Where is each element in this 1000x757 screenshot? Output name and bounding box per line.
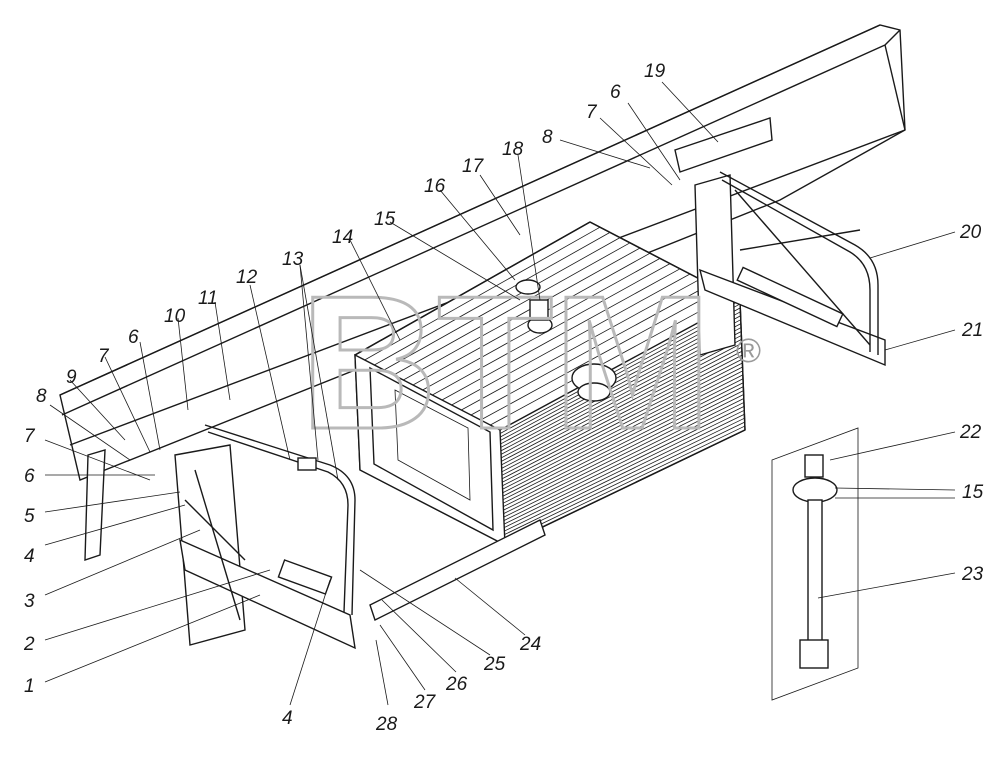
watermark-registered-mark: ®: [736, 332, 761, 370]
callout-4: 4: [24, 546, 35, 567]
tank-hatch-line: [461, 278, 701, 411]
callout-2: 2: [23, 634, 35, 655]
callout-15: 15: [962, 482, 984, 503]
callout-28: 28: [375, 714, 398, 735]
tank-hatch-line: [501, 342, 742, 469]
callout-20: 20: [959, 222, 982, 243]
callout-9: 9: [66, 367, 77, 388]
callout-11: 11: [198, 288, 218, 309]
callout-labels: 19 6 7 8 18 17 16 15 14 13 12 11 10 6 7 …: [23, 61, 984, 735]
callout-8: 8: [36, 386, 47, 407]
callout-26: 26: [445, 674, 468, 695]
callout-27: 27: [413, 692, 437, 713]
callout-6: 6: [610, 82, 621, 103]
tank-hatch-line: [502, 370, 743, 494]
tank-hatch-line: [432, 263, 671, 396]
tank-hatch-line: [502, 366, 743, 490]
watermark: BTM ®: [299, 256, 762, 471]
callout-7: 7: [586, 102, 598, 123]
callout-6: 6: [128, 327, 139, 348]
tank-hatch-line: [503, 406, 745, 525]
tank-hatch-line: [451, 273, 691, 406]
callout-25: 25: [483, 654, 506, 675]
tank-hatch-line: [504, 421, 745, 539]
callout-17: 17: [462, 156, 485, 177]
callout-22: 22: [959, 422, 982, 443]
tank-hatch-line: [364, 226, 601, 361]
tank-hatch-line: [501, 339, 742, 466]
callout-19: 19: [644, 61, 666, 82]
callout-13: 13: [282, 249, 304, 270]
frame-rail: [59, 24, 906, 481]
callout-1: 1: [24, 676, 35, 697]
callout-12: 12: [236, 267, 258, 288]
watermark-text: BTM: [300, 257, 712, 469]
tank-hatch-line: [374, 232, 611, 366]
callout-15: 15: [374, 209, 396, 230]
tank-hatch-line: [501, 350, 743, 476]
callout-8: 8: [542, 127, 553, 148]
tank-hatch-line: [503, 386, 744, 508]
tank-hatch-line: [490, 294, 731, 426]
tank-hatch-line: [501, 335, 742, 462]
tank-hatch-line: [501, 346, 743, 473]
fuel-tank: [354, 221, 746, 547]
callout-7: 7: [24, 426, 36, 447]
right-strap: [719, 171, 879, 355]
callout-18: 18: [502, 139, 524, 160]
callout-4: 4: [282, 708, 293, 729]
callout-23: 23: [961, 564, 984, 585]
tank-hatch-line: [503, 402, 745, 521]
callout-6: 6: [24, 466, 35, 487]
leader-lines: [44, 81, 956, 706]
tank-hatch-line: [502, 362, 743, 487]
tank-hatch-line: [503, 394, 744, 514]
tank-hatch-line: [383, 237, 621, 371]
protective-strip: [369, 519, 546, 621]
tank-hatch-line: [504, 409, 745, 528]
tank-hatch-line: [480, 289, 721, 421]
right-bracket: [674, 117, 886, 367]
tank-hatch-line: [503, 382, 744, 504]
tank-hatch-line: [503, 398, 744, 518]
left-bracket: [84, 444, 356, 650]
tank-hatch-line: [502, 378, 744, 501]
callout-3: 3: [24, 591, 35, 612]
tank-hatch-line: [504, 417, 745, 535]
tank-hatch-line: [470, 284, 711, 416]
tank-hatch-line: [504, 425, 746, 542]
tank-hatch-line: [441, 268, 681, 401]
callout-5: 5: [24, 506, 35, 527]
tank-hatch-line: [502, 374, 744, 497]
callout-10: 10: [164, 306, 186, 327]
callout-7: 7: [98, 346, 110, 367]
callout-21: 21: [961, 320, 983, 341]
callout-16: 16: [424, 176, 446, 197]
tank-hatch-line: [501, 354, 743, 480]
fuel-sender-inset: [771, 427, 859, 701]
tank-hatch-line: [504, 413, 745, 532]
callout-24: 24: [519, 634, 541, 655]
tank-hatch-line: [393, 242, 631, 376]
callout-14: 14: [332, 227, 353, 248]
tank-hatch-line: [503, 390, 744, 511]
tank-hatch-line: [403, 247, 641, 381]
tank-hatch-line: [502, 358, 743, 483]
left-strap: [204, 424, 356, 616]
